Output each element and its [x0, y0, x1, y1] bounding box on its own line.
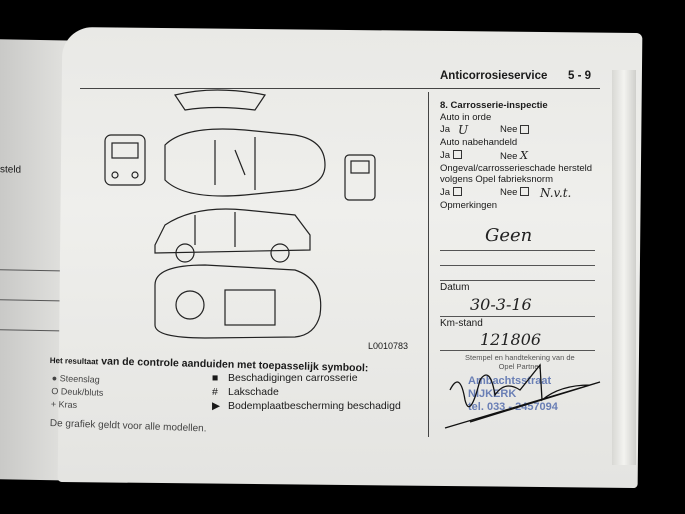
car-front-view — [104, 134, 146, 186]
car-top-view — [164, 89, 326, 197]
legend-left: ● Steenslag O Deuk/bluts + Kras — [51, 372, 104, 413]
q1-yes-label: Ja — [440, 124, 451, 135]
column-divider — [428, 92, 429, 437]
page-title: Anticorrosieservice — [440, 70, 548, 82]
q2-yes-checkbox[interactable] — [453, 150, 463, 160]
date-value[interactable]: 30-3-16 — [470, 295, 532, 314]
q1-label: Auto in orde — [440, 111, 492, 123]
q2-no-mark[interactable]: X — [520, 148, 528, 162]
q3-no-checkbox[interactable] — [520, 187, 530, 197]
legend-right: ■Beschadigingen carrosserie #Lakschade ▶… — [212, 371, 401, 413]
legend-item: #Lakschade — [212, 386, 279, 398]
legend-title-small: Het resultaat — [49, 355, 99, 367]
q3-yes-checkbox[interactable] — [453, 187, 463, 197]
q1-no-checkbox[interactable] — [520, 124, 530, 134]
q1-yes-mark[interactable]: U — [458, 123, 469, 137]
remarks-value[interactable]: Geen — [485, 225, 533, 246]
signature — [444, 363, 601, 429]
legend-item: ▶Bodemplaatbescherming beschadigd — [212, 400, 401, 412]
page-edge — [612, 70, 636, 465]
inspection-form: 8. Carrosserie-inspectie Auto in orde Ja… — [440, 100, 592, 211]
q3-no-label: Nee — [500, 186, 518, 198]
car-inspection-diagram — [104, 89, 376, 339]
q3-handwritten-nvt: N.v.t. — [540, 185, 572, 200]
q2-yes-label: Ja — [440, 149, 451, 161]
car-rear-view — [344, 154, 376, 201]
date-label: Datum — [440, 282, 470, 293]
km-label: Km-stand — [440, 318, 483, 329]
q2-label: Auto nabehandeld — [440, 137, 518, 148]
q1-no-label: Nee — [500, 124, 518, 135]
section-title: 8. Carrosserie-inspectie — [440, 100, 548, 111]
car-underbody-view — [154, 264, 322, 339]
car-side-view — [154, 208, 311, 263]
q3-yes-label: Ja — [440, 186, 451, 198]
left-page-fragment: steld — [0, 164, 22, 176]
legend-item: ■Beschadigingen carrosserie — [212, 372, 358, 384]
legend-item: + Kras — [50, 398, 78, 410]
q3-label-1: Ongeval/carrosserieschade hersteld — [440, 162, 593, 174]
diagram-code: L0010783 — [368, 341, 409, 351]
page-number: 5 - 9 — [568, 70, 592, 82]
remarks-label: Opmerkingen — [440, 199, 498, 211]
q2-no-label: Nee — [500, 150, 518, 162]
km-value[interactable]: 121806 — [480, 330, 542, 349]
q3-label-2: volgens Opel fabrieksnorm — [440, 174, 553, 185]
